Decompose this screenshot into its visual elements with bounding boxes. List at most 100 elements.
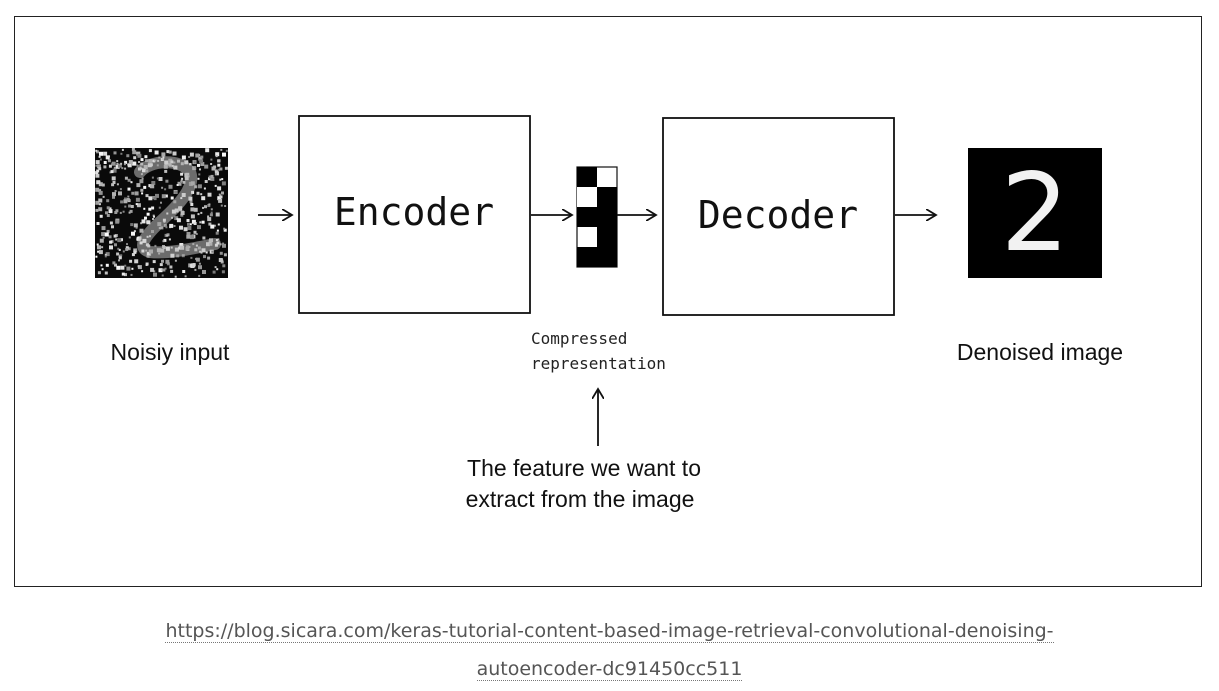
noise-pixel — [105, 211, 108, 215]
noise-pixel — [137, 265, 142, 270]
noise-pixel — [210, 163, 213, 165]
input-label: Noisiy input — [111, 339, 230, 365]
noise-pixel — [207, 256, 211, 260]
noise-pixel — [180, 179, 183, 182]
noise-pixel — [164, 233, 168, 237]
noise-pixel — [98, 182, 103, 187]
noise-pixel — [133, 250, 137, 254]
noise-pixel — [168, 150, 172, 154]
noise-pixel — [168, 238, 171, 241]
decoder-label: Decoder — [698, 193, 858, 237]
noise-pixel — [106, 199, 110, 203]
noise-pixel — [169, 265, 173, 269]
noise-pixel — [217, 163, 221, 167]
noise-pixel — [132, 161, 137, 166]
noise-pixel — [224, 166, 228, 170]
noise-pixel — [162, 268, 166, 272]
noise-pixel — [96, 169, 100, 173]
noise-pixel — [163, 224, 167, 228]
noise-pixel — [141, 192, 144, 195]
noise-pixel — [114, 211, 118, 214]
noise-pixel — [141, 270, 144, 273]
noise-pixel — [197, 213, 200, 216]
noise-pixel — [148, 207, 152, 211]
noise-pixel — [129, 209, 133, 213]
noise-pixel — [116, 265, 121, 270]
noise-pixel — [127, 178, 131, 182]
noise-pixel — [115, 238, 118, 241]
noise-pixel — [200, 162, 205, 166]
source-link-line2[interactable]: autoencoder-dc91450cc511 — [476, 658, 743, 681]
noise-pixel — [104, 232, 109, 237]
noise-pixel — [115, 209, 119, 213]
noise-pixel — [101, 246, 104, 249]
noise-pixel — [103, 151, 108, 156]
noise-pixel — [168, 184, 173, 189]
noise-pixel — [190, 256, 193, 259]
noise-pixel — [188, 156, 191, 158]
noise-pixel — [154, 244, 157, 247]
noise-pixel — [114, 243, 117, 247]
noise-pixel — [109, 240, 113, 244]
noise-pixel — [115, 164, 120, 169]
noise-pixel — [221, 270, 225, 274]
noise-pixel — [120, 200, 124, 204]
autoencoder-diagram: Encoder Decoder 2 Noisiy input Compresse… — [95, 115, 1123, 512]
noise-pixel — [99, 158, 102, 161]
noise-pixel — [103, 161, 107, 164]
noise-pixel — [99, 214, 103, 218]
source-link-line1[interactable]: https://blog.sicara.com/keras-tutorial-c… — [165, 620, 1054, 643]
noise-pixel — [200, 193, 203, 196]
noise-pixel — [113, 151, 117, 155]
noise-pixel — [174, 259, 177, 262]
noise-pixel — [116, 160, 119, 163]
noise-pixel — [224, 205, 227, 207]
noise-pixel — [118, 191, 122, 196]
noise-pixel — [220, 204, 223, 207]
noise-pixel — [225, 149, 228, 152]
compressed-representation-block — [576, 166, 618, 268]
noise-pixel — [141, 219, 146, 224]
noise-pixel — [159, 263, 163, 267]
noise-pixel — [221, 178, 224, 181]
noise-pixel — [190, 214, 195, 219]
noise-pixel — [176, 218, 181, 223]
noise-pixel — [146, 220, 151, 225]
noise-pixel — [98, 167, 102, 171]
noise-pixel — [96, 222, 100, 225]
noise-pixel — [111, 176, 116, 181]
noise-pixel — [210, 174, 214, 178]
noise-pixel — [135, 226, 138, 229]
noise-pixel — [98, 155, 101, 158]
noise-pixel — [193, 207, 198, 212]
noise-pixel — [200, 155, 204, 159]
noise-pixel — [137, 153, 142, 158]
source-caption: https://blog.sicara.com/keras-tutorial-c… — [0, 612, 1219, 688]
noise-pixel — [99, 208, 102, 211]
noise-pixel — [223, 253, 227, 257]
noise-pixel — [133, 249, 136, 252]
noise-pixel — [180, 211, 185, 215]
noise-pixel — [127, 163, 132, 168]
noise-pixel — [163, 238, 167, 242]
noise-pixel — [180, 172, 184, 176]
noise-pixel — [131, 267, 134, 270]
noise-pixel — [98, 189, 102, 193]
noise-pixel — [121, 272, 125, 276]
noise-pixel — [219, 195, 223, 199]
noise-pixel — [96, 164, 101, 169]
noise-pixel — [106, 229, 110, 233]
noise-pixel — [109, 245, 113, 250]
noise-pixel — [210, 211, 213, 214]
noise-pixel — [127, 195, 130, 198]
noise-pixel — [190, 203, 194, 206]
noise-pixel — [217, 223, 220, 226]
noise-pixel — [195, 233, 198, 235]
noise-pixel — [174, 190, 178, 194]
noise-pixel — [101, 183, 105, 187]
noise-pixel — [144, 155, 148, 159]
noise-pixel — [208, 222, 212, 226]
noise-pixel — [104, 255, 107, 258]
noise-pixel — [199, 159, 204, 164]
output-digit: 2 — [1001, 151, 1070, 276]
